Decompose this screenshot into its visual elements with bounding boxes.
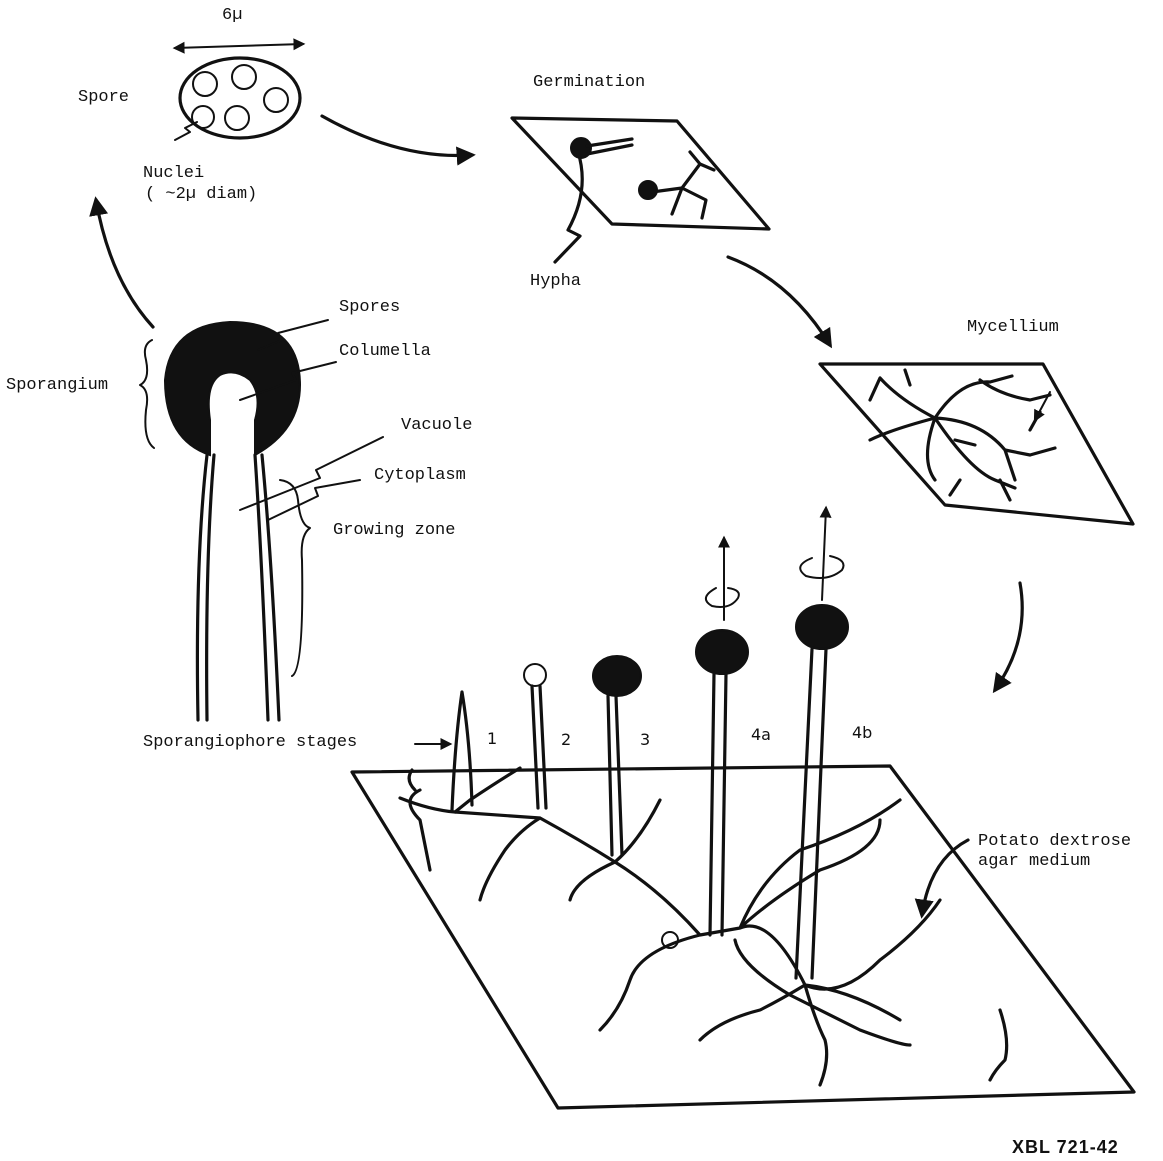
sporangiophore-right-wall [255, 455, 279, 720]
nuclei-leader [175, 122, 197, 140]
stage-1-label: 1 [487, 730, 497, 748]
sporangiophore-stages-label: Sporangiophore stages [143, 733, 357, 753]
nucleus [193, 72, 217, 96]
cytoplasm-leader [268, 480, 360, 520]
mycelium-plate [820, 364, 1133, 524]
stage-4a-rotation-arrow [706, 588, 739, 607]
stage-4a-stalk [710, 674, 726, 935]
stage-3-sporangium [593, 656, 641, 696]
nucleus [192, 106, 214, 128]
mycelium-network [870, 370, 1055, 500]
sporangium-bracket [140, 340, 154, 448]
growing-zone-label: Growing zone [333, 521, 455, 541]
mycelium-label: Mycellium [967, 318, 1059, 338]
spore-label: Spore [78, 88, 129, 108]
stage-4b-label: 4b [852, 724, 872, 742]
growing-zone-bracket [280, 480, 310, 676]
spore-size-arrow [175, 44, 303, 48]
agar-plate-outline [352, 766, 1134, 1108]
vacuole-label: Vacuole [401, 416, 472, 436]
stage-2-label: 2 [561, 731, 571, 749]
stage-3-label: 3 [640, 731, 650, 749]
spore-size-label: 6µ [222, 6, 242, 26]
arrow-sporangium-to-spore [96, 200, 153, 327]
arrow-mycelium-to-agar [995, 583, 1022, 690]
nuclei-size-label: ( ~2µ diam) [145, 185, 257, 205]
stage-4a-label: 4a [751, 726, 771, 744]
figure-code: XBL 721-42 [1012, 1137, 1119, 1158]
sporangiophore-left-wall [197, 455, 214, 720]
stage-2-vesicle [524, 664, 546, 686]
medium-label-line1: Potato dextrose [978, 832, 1131, 852]
stage-4b-stalk [796, 649, 826, 978]
medium-label-line2: agar medium [978, 852, 1090, 872]
germination-plate [512, 118, 769, 262]
stage-4b-growth-arrow [822, 508, 826, 600]
mycelium-plate-outline [820, 364, 1133, 524]
germinating-spore [639, 181, 657, 199]
sporangiophore-detail [96, 200, 383, 720]
branching-hypha [652, 152, 714, 218]
stage-4a-sporangium [696, 630, 748, 674]
stage-4b-rotation-arrow [800, 556, 843, 578]
stage-3-stalk [608, 696, 622, 855]
spores-label: Spores [339, 298, 400, 318]
nucleus [225, 106, 249, 130]
arrow-germination-to-mycelium [728, 257, 830, 345]
nuclei-label: Nuclei [143, 164, 204, 184]
cytoplasm-label: Cytoplasm [374, 466, 466, 486]
germ-tube [587, 139, 632, 154]
arrow-spore-to-germination [322, 116, 472, 156]
sporangium-label: Sporangium [6, 376, 108, 396]
columella-label: Columella [339, 342, 431, 362]
stage-2-stalk [532, 686, 546, 808]
germination-label: Germination [533, 73, 645, 93]
agar-hyphae [400, 768, 1007, 1085]
nucleus [232, 65, 256, 89]
spore-drawing [175, 44, 303, 140]
stage-4b-sporangium [796, 605, 848, 649]
nucleus [264, 88, 288, 112]
germination-plate-outline [512, 118, 769, 229]
hypha-label: Hypha [530, 272, 581, 292]
medium-leader-arrow [922, 840, 968, 915]
agar-plate [352, 508, 1134, 1108]
stage-1-sporangiophore [452, 692, 472, 810]
